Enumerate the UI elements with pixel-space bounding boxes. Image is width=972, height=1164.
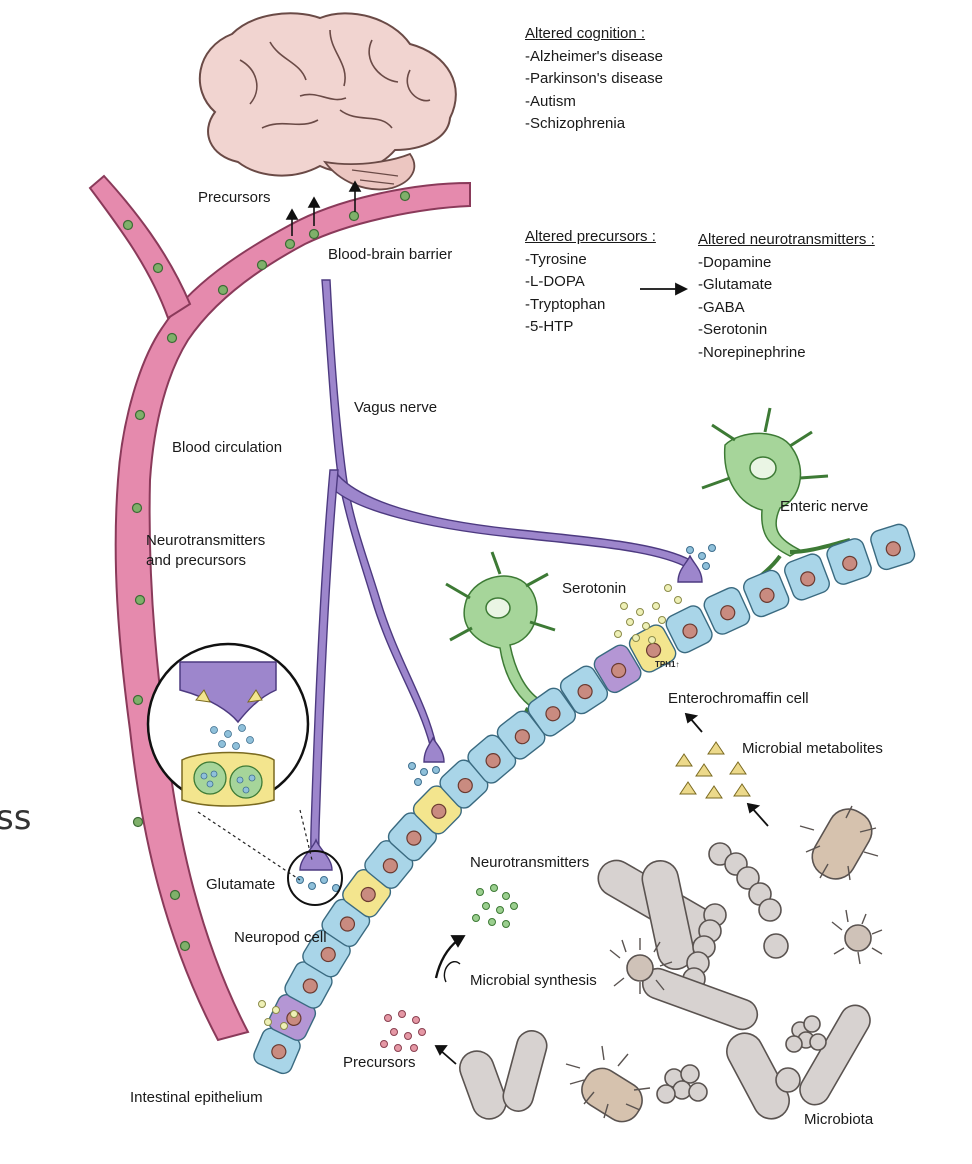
microbiota-label: Microbiota	[804, 1111, 874, 1128]
epithelial-cell	[743, 569, 790, 618]
blood-brain-barrier-label: Blood-brain barrier	[328, 246, 453, 263]
neurotransmitter-dots	[472, 884, 518, 928]
altered-precursors-header: Altered precursors :	[525, 228, 656, 245]
epithelial-cell	[665, 605, 713, 654]
precursor-item: -L-DOPA	[525, 273, 585, 290]
epithelial-cell	[593, 644, 642, 694]
blood-cells	[122, 190, 411, 952]
cell-nucleus	[382, 858, 398, 874]
blood-vessel	[88, 174, 471, 1042]
cognition-item: -Autism	[525, 92, 576, 110]
synapse-inset	[146, 642, 343, 906]
cell-nucleus	[406, 830, 422, 846]
cell-nucleus	[842, 555, 858, 571]
cell-nucleus	[339, 916, 356, 932]
epithelial-cell	[527, 687, 577, 737]
neurotransmitter-item: -Serotonin	[698, 321, 768, 338]
tph1-label: TPH1↑	[655, 660, 680, 669]
epithelial-cell	[284, 961, 333, 1009]
cell-nucleus	[885, 541, 901, 557]
epithelial-cell	[559, 665, 609, 715]
cognition-item: -Schizophrenia	[525, 115, 626, 132]
cell-nucleus	[302, 978, 318, 994]
microbial-metabolites	[675, 741, 751, 799]
epithelial-cell	[628, 624, 677, 673]
epithelial-cell	[467, 734, 517, 784]
enterochromaffin-cell-label: Enterochromaffin cell	[668, 690, 809, 707]
cell-nucleus	[431, 803, 447, 819]
precursors-bottom-label: Precursors	[343, 1054, 416, 1071]
cognition-item: -Alzheimer's disease	[525, 47, 663, 65]
cell-nucleus	[577, 683, 593, 700]
cell-nucleus	[485, 753, 501, 769]
altered-neurotransmitters-list: Altered neurotransmitters : -Dopamine -G…	[698, 229, 875, 364]
neurotransmitter-item: -Dopamine	[698, 253, 772, 271]
altered-precursors-list: Altered precursors : -Tyrosine -L-DOPA -…	[525, 226, 656, 339]
precursors-top-label: Precursors	[198, 189, 271, 206]
vagus-nerve-label: Vagus nerve	[354, 399, 438, 416]
cognition-item: -Parkinson's disease	[525, 70, 663, 87]
precursor-arrows	[285, 180, 362, 236]
neurotransmitter-item: -Glutamate	[698, 276, 773, 293]
cell-nucleus	[320, 946, 336, 963]
cell-nucleus	[545, 706, 561, 722]
microbiota	[459, 808, 873, 1123]
edge-text-fragment: ss	[0, 798, 32, 838]
cell-nucleus	[800, 571, 816, 587]
intestinal-epithelium-label: Intestinal epithelium	[130, 1089, 263, 1106]
microbial-synthesis-label: Microbial synthesis	[470, 972, 597, 989]
neurotransmitters-label: Neurotransmitters	[470, 854, 590, 871]
glutamate-label: Glutamate	[206, 876, 276, 893]
enteric-nerve-label: Enteric nerve	[780, 498, 869, 515]
cell-nucleus	[759, 587, 775, 603]
altered-cognition-list: Altered cognition : -Alzheimer's disease…	[525, 23, 663, 136]
epithelial-cell	[870, 523, 916, 571]
precursor-dots	[380, 1010, 426, 1052]
neurotransmitter-item: -GABA	[698, 298, 745, 316]
epithelial-cell	[784, 553, 830, 601]
cell-nucleus	[457, 777, 473, 794]
cell-nucleus	[271, 1044, 287, 1060]
microbial-metabolites-label: Microbial metabolites	[742, 740, 883, 757]
cell-nucleus	[682, 623, 698, 639]
neurotransmitter-item: -Norepinephrine	[698, 343, 806, 361]
cell-nucleus	[645, 642, 662, 658]
cell-nucleus	[720, 605, 736, 621]
altered-neurotransmitters-header: Altered neurotransmitters :	[698, 231, 875, 248]
pathway-arrows	[434, 282, 769, 1065]
precursor-item: -5-HTP	[525, 318, 574, 335]
serotonin-label: Serotonin	[562, 580, 627, 597]
precursor-item: -Tyrosine	[525, 250, 587, 268]
precursor-item: -Tryptophan	[525, 295, 606, 313]
neurotransmitters-precursors-label-line2: and precursors	[146, 552, 247, 569]
serotonin-dots	[258, 584, 682, 1030]
vagus-nerve	[299, 279, 703, 871]
altered-cognition-header: Altered cognition :	[525, 25, 646, 42]
blood-circulation-label: Blood circulation	[172, 439, 283, 456]
epithelial-cell	[826, 538, 872, 585]
cell-nucleus	[611, 662, 627, 679]
cell-nucleus	[514, 729, 530, 745]
neurotransmitters-precursors-label-line1: Neurotransmitters	[146, 532, 266, 549]
brain	[198, 12, 457, 191]
bacteria-flagella	[565, 805, 883, 1119]
epithelial-cell	[703, 587, 751, 635]
neuropod-cell-label: Neuropod cell	[234, 929, 327, 946]
cell-nucleus	[360, 886, 376, 903]
epithelial-cell	[387, 812, 437, 862]
intestinal-epithelium	[253, 523, 916, 1075]
